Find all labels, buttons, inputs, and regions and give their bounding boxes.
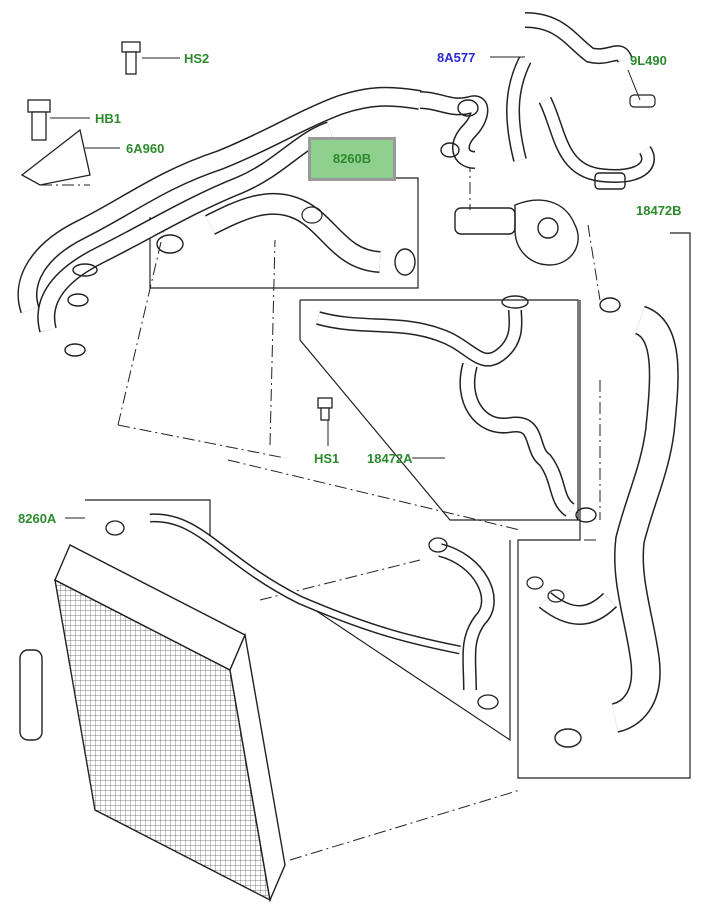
label-8260a[interactable]: 8260A	[18, 511, 57, 526]
radiator	[19, 544, 286, 903]
leader-lines	[50, 56, 641, 519]
label-hs2[interactable]: HS2	[184, 51, 210, 66]
bracket-6a960	[20, 128, 91, 186]
hose-8260b	[156, 192, 416, 276]
label-18472b[interactable]: 18472B	[636, 203, 682, 218]
label-hb1[interactable]: HB1	[95, 111, 122, 126]
label-hs1[interactable]: HS1	[314, 451, 340, 466]
callout-8260b-highlight[interactable]: 8260B	[308, 137, 396, 181]
thermostat-housing	[454, 199, 579, 266]
bolt-hb1	[27, 99, 51, 141]
bolt-hs2	[121, 41, 141, 75]
label-6a960[interactable]: 6A960	[126, 141, 165, 156]
hose-8a577	[506, 12, 656, 190]
box-18472a	[299, 299, 579, 521]
label-8260b: 8260B	[332, 151, 372, 166]
hose-upper-assembly	[17, 86, 489, 357]
hose-18472b	[526, 297, 679, 748]
label-9l490[interactable]: 9L490	[630, 53, 667, 68]
label-8a577[interactable]: 8A577	[437, 50, 476, 65]
box-18472b	[517, 232, 691, 779]
label-18472a[interactable]: 18472A	[367, 451, 413, 466]
bolt-hs1	[317, 397, 333, 421]
hose-8260a	[105, 513, 499, 710]
hose-18472a	[316, 295, 597, 523]
